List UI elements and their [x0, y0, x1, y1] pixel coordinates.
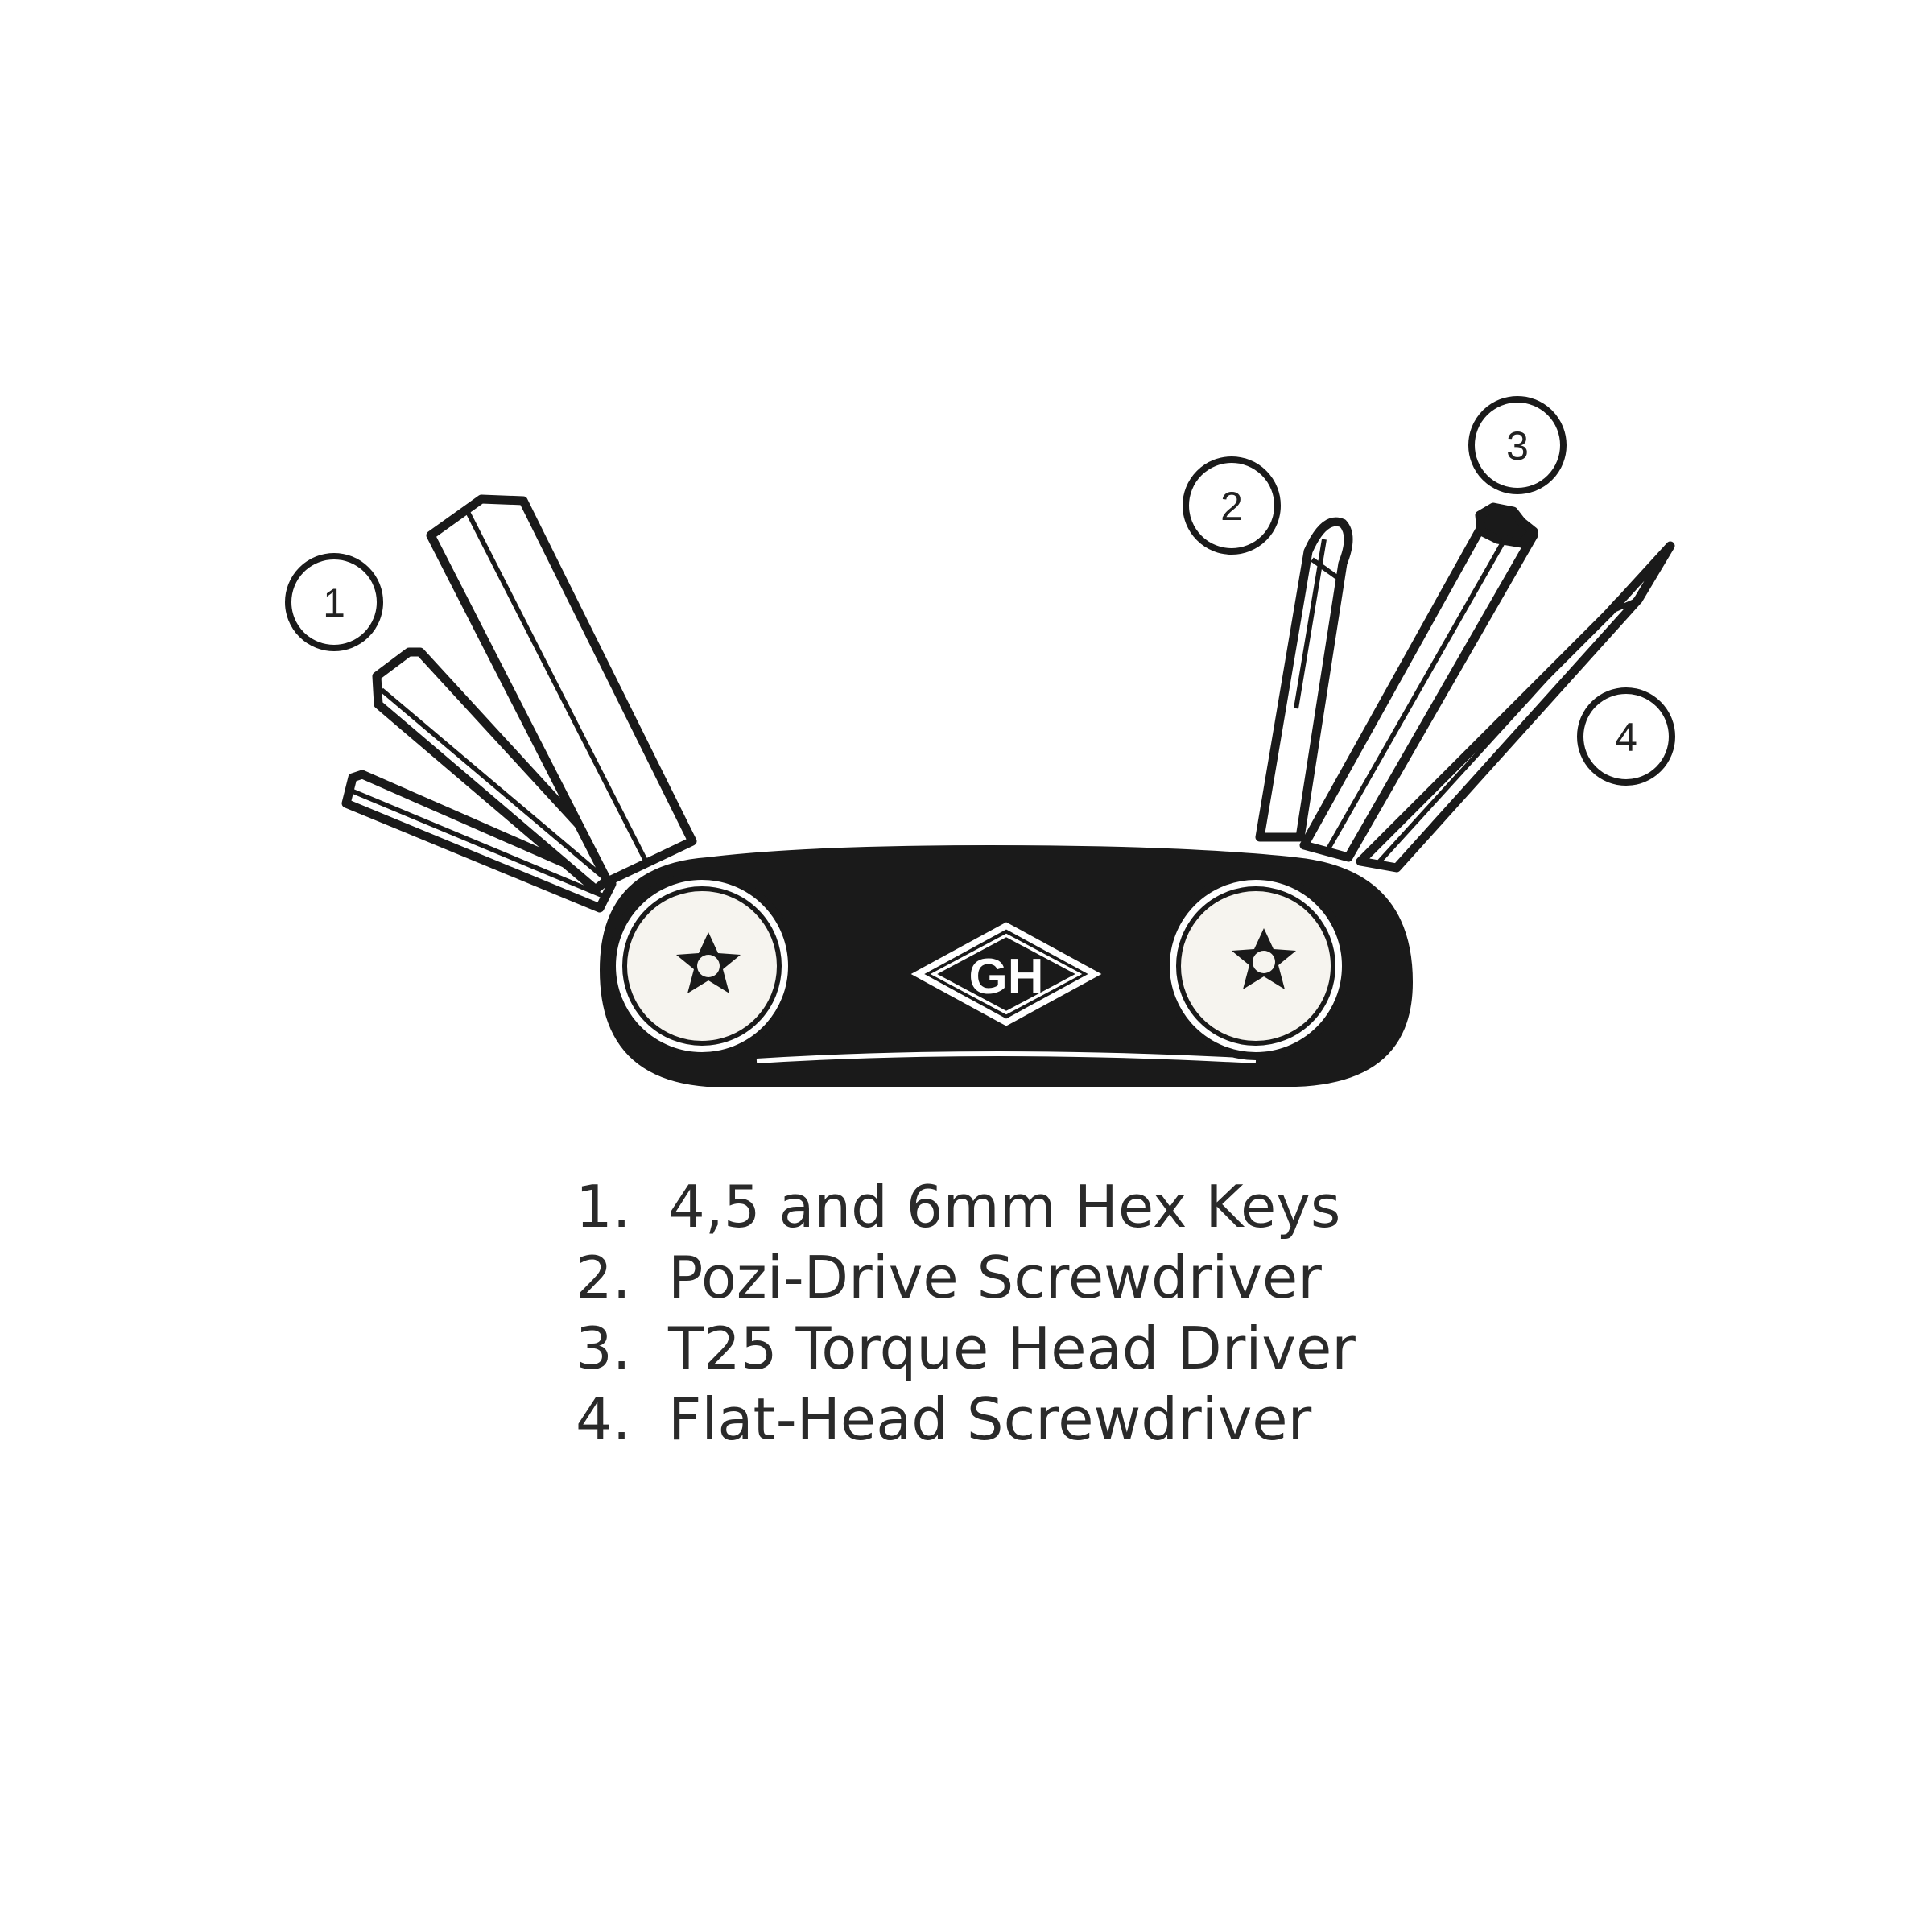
hex-keys — [341, 494, 697, 913]
torx-star-icon — [1232, 928, 1296, 989]
legend-number: 2. — [576, 1244, 631, 1311]
callout-2: 2 — [1183, 456, 1281, 555]
legend-item-flat-head: 4. Flat-Head Screwdriver — [576, 1384, 1622, 1455]
hex-key-small — [341, 770, 617, 913]
legend-label: Flat-Head Screwdriver — [668, 1385, 1312, 1453]
left-bolt — [608, 872, 796, 1060]
callout-3: 3 — [1468, 396, 1567, 494]
legend-item-torque-driver: 3. T25 Torque Head Driver — [576, 1313, 1622, 1384]
legend-item-hex-keys: 1. 4,5 and 6mm Hex Keys — [576, 1171, 1622, 1242]
torx-star-icon — [676, 932, 741, 993]
gh-logo: GH — [910, 922, 1102, 1026]
legend-label: Pozi-Drive Screwdriver — [668, 1244, 1322, 1311]
legend-item-pozi-drive: 2. Pozi-Drive Screwdriver — [576, 1242, 1622, 1313]
legend-number: 1. — [576, 1173, 631, 1241]
hex-key-medium — [372, 647, 625, 894]
svg-text:2: 2 — [1220, 484, 1243, 529]
hex-key-large — [426, 494, 697, 886]
callout-1: 1 — [285, 553, 383, 651]
svg-text:1: 1 — [323, 580, 345, 625]
logo-text: GH — [969, 949, 1044, 1005]
legend-label: 4,5 and 6mm Hex Keys — [668, 1173, 1341, 1241]
legend-number: 4. — [576, 1385, 631, 1453]
svg-text:3: 3 — [1506, 423, 1529, 469]
flat-head-bit — [1356, 541, 1675, 873]
right-bolt — [1162, 872, 1350, 1060]
callout-4: 4 — [1577, 687, 1675, 786]
legend-number: 3. — [576, 1315, 631, 1382]
legend-list: 1. 4,5 and 6mm Hex Keys 2. Pozi-Drive Sc… — [576, 1171, 1622, 1455]
pozi-drive-bit — [1255, 517, 1353, 842]
svg-text:4: 4 — [1615, 715, 1637, 760]
legend-label: T25 Torque Head Driver — [668, 1315, 1356, 1382]
torque-bit — [1299, 502, 1538, 862]
